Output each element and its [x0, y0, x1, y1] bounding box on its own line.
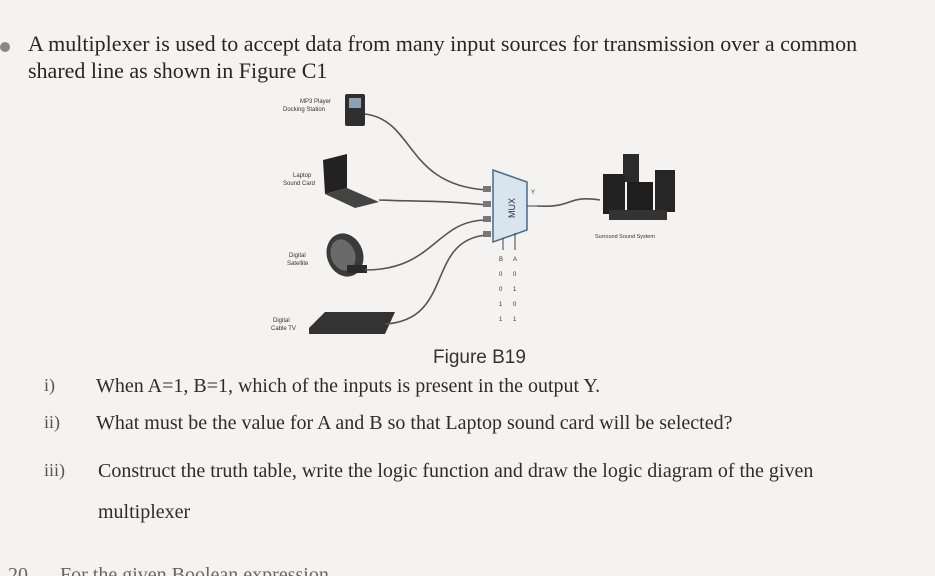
question-2-number: ii) — [44, 412, 60, 432]
cable-tv-box-device: Digital Cable TV — [271, 312, 395, 334]
select-row-2-b: 0 — [499, 287, 503, 293]
question-1-number: i) — [44, 375, 55, 395]
cable-label-1: Digital — [273, 318, 290, 324]
select-row-1-a: 0 — [513, 272, 517, 278]
output-label: Y — [531, 190, 535, 196]
intro-line-1: A multiplexer is used to accept data fro… — [28, 31, 858, 56]
laptop-label-1: Laptop — [293, 173, 312, 179]
input-cables — [364, 113, 488, 325]
select-row-4-b: 1 — [499, 317, 503, 323]
select-row-3-a: 0 — [513, 302, 517, 308]
cable-label-2: Cable TV — [271, 326, 296, 332]
laptop-label-2: Sound Card — [283, 181, 315, 187]
question-3-number: iii) — [44, 460, 65, 480]
question-3-text-line-1: Construct the truth table, write the log… — [98, 460, 814, 482]
question-2-text: What must be the value for A and B so th… — [96, 412, 733, 434]
mux-input-pins — [483, 186, 491, 237]
mux-block: MUX — [492, 168, 528, 244]
mux-label: MUX — [507, 198, 517, 218]
select-lines — [502, 233, 516, 250]
next-question-text: For the given Boolean expression — [60, 564, 329, 576]
figure-caption: Figure B19 — [433, 347, 526, 368]
mp3-label-2: Docking Station — [283, 107, 325, 113]
next-question-number: 20 — [8, 564, 28, 576]
surround-label: Surround Sound System — [595, 234, 655, 240]
satellite-dish-device: Digital Satellite — [287, 233, 367, 277]
satellite-label-2: Satellite — [287, 261, 309, 267]
satellite-label-1: Digital — [289, 253, 306, 259]
select-row-4-a: 1 — [513, 317, 517, 323]
multiplexer-figure: MP3 Player Docking Station Laptop Sound … — [271, 94, 675, 334]
question-1-text: When A=1, B=1, which of the inputs is pr… — [96, 375, 601, 397]
next-question-fragment: 20 For the given Boolean expression — [0, 560, 935, 576]
mp3-player-device: MP3 Player Docking Station — [283, 94, 365, 126]
bullet-marker — [0, 42, 10, 52]
mp3-label-1: MP3 Player — [300, 99, 331, 105]
select-row-3-b: 1 — [499, 302, 503, 308]
surround-sound-device: Surround Sound System — [595, 154, 675, 240]
select-header-b: B — [499, 257, 503, 263]
mux-output: Y — [527, 190, 601, 207]
intro-line-2: shared line as shown in Figure C1 — [28, 58, 328, 83]
laptop-device: Laptop Sound Card — [283, 154, 379, 208]
question-intro: A multiplexer is used to accept data fro… — [28, 30, 908, 84]
select-row-1-b: 0 — [499, 272, 503, 278]
select-header-a: A — [513, 257, 517, 263]
select-row-2-a: 1 — [513, 287, 517, 293]
question-3-text-line-2: multiplexer — [98, 501, 191, 523]
select-truth-table: B A 0 0 0 1 1 0 1 1 — [499, 257, 517, 323]
